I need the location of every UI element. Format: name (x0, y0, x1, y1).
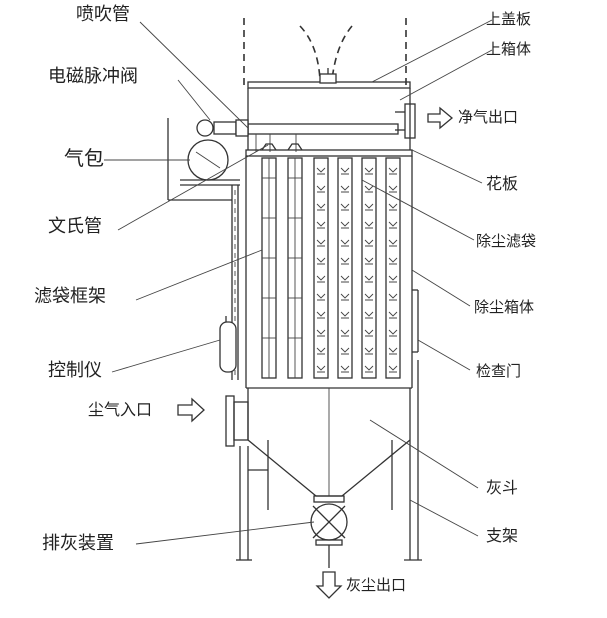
dust-box (245, 156, 419, 389)
label-ash-discharge: 排灰装置 (42, 533, 114, 554)
bag-pattern-mark (388, 203, 398, 211)
bag-pattern-mark (340, 293, 350, 301)
label-support: 支架 (486, 526, 519, 545)
bag-pattern-mark (316, 365, 326, 373)
bag-cage-frames (261, 157, 303, 379)
label-tube-sheet: 花板 (486, 174, 519, 193)
bag-pattern-mark (364, 239, 374, 247)
tube-sheet (245, 149, 413, 157)
bag-pattern-mark (364, 275, 374, 283)
bag-pattern-mark (316, 347, 326, 355)
inlet-arrow (177, 397, 205, 423)
bag-pattern-mark (388, 311, 398, 319)
label-dust-outlet: 灰尘出口 (346, 576, 407, 594)
bag-pattern-mark (316, 311, 326, 319)
clean-outlet-arrow (427, 106, 454, 130)
top-cover (247, 68, 411, 89)
bag-pattern-mark (364, 185, 374, 193)
ash-hopper (247, 388, 411, 497)
label-nozzle-pipe: 喷吹管 (76, 4, 130, 25)
bag-pattern-mark (340, 329, 350, 337)
label-upper-box: 上箱体 (486, 40, 532, 58)
bag-pattern-mark (388, 275, 398, 283)
bag-pattern-mark (316, 185, 326, 193)
bag-pattern-mark (364, 257, 374, 265)
bag-pattern-mark (340, 239, 350, 247)
bag-pattern-mark (340, 347, 350, 355)
bag-pattern-mark (316, 221, 326, 229)
label-pulse-valve: 电磁脉冲阀 (48, 66, 138, 87)
label-clean-outlet: 净气出口 (458, 108, 519, 126)
controller (219, 316, 237, 373)
bag-pattern-mark (316, 257, 326, 265)
bag-pattern-mark (388, 329, 398, 337)
ash-discharge-unit (310, 495, 348, 568)
label-dust-box: 除尘箱体 (474, 298, 535, 316)
blow-pipe (247, 123, 399, 152)
bag-pattern-mark (388, 185, 398, 193)
bag-pattern-mark (388, 293, 398, 301)
filter-bags (313, 157, 401, 379)
bag-pattern-mark (364, 293, 374, 301)
bag-pattern-mark (316, 293, 326, 301)
filter-bag (337, 157, 353, 379)
bag-pattern-mark (388, 347, 398, 355)
label-ash-hopper: 灰斗 (486, 478, 519, 497)
bag-pattern-mark (388, 167, 398, 175)
label-dust-inlet: 尘气入口 (88, 400, 153, 419)
bag-pattern-mark (364, 221, 374, 229)
bag-pattern-mark (388, 365, 398, 373)
bag-pattern-mark (316, 203, 326, 211)
bag-pattern-mark (340, 311, 350, 319)
outlet-arrow (315, 571, 343, 599)
bag-pattern-mark (364, 167, 374, 175)
label-air-bag: 气包 (64, 146, 104, 170)
air-bag (180, 139, 240, 186)
bag-pattern-mark (340, 275, 350, 283)
bag-pattern-mark (316, 239, 326, 247)
filter-bag (385, 157, 401, 379)
dust-inlet-flange (225, 395, 249, 447)
bag-pattern-mark (364, 347, 374, 355)
label-bag-cage: 滤袋框架 (34, 286, 106, 307)
bag-pattern-mark (388, 257, 398, 265)
bag-pattern-mark (340, 365, 350, 373)
bag-pattern-mark (388, 239, 398, 247)
label-top-cover: 上盖板 (486, 10, 532, 28)
label-filter-bag: 除尘滤袋 (476, 232, 537, 250)
bag-pattern-mark (340, 221, 350, 229)
pulse-valve (196, 119, 249, 137)
bag-pattern-mark (364, 365, 374, 373)
bag-pattern-mark (340, 203, 350, 211)
bag-pattern-mark (316, 275, 326, 283)
leader-lines (104, 19, 493, 545)
filter-bag (313, 157, 329, 379)
bag-pattern-mark (364, 311, 374, 319)
label-inspection-door: 检查门 (476, 362, 522, 380)
bag-pattern-mark (340, 257, 350, 265)
bag-pattern-mark (340, 167, 350, 175)
bag-pattern-mark (316, 167, 326, 175)
bag-pattern-mark (340, 185, 350, 193)
label-controller: 控制仪 (48, 360, 102, 381)
bag-pattern-mark (388, 221, 398, 229)
filter-bag (361, 157, 377, 379)
bag-pattern-mark (316, 329, 326, 337)
upper-box (247, 88, 416, 150)
label-venturi: 文氏管 (48, 216, 102, 237)
bag-pattern-mark (364, 203, 374, 211)
bag-pattern-mark (364, 329, 374, 337)
